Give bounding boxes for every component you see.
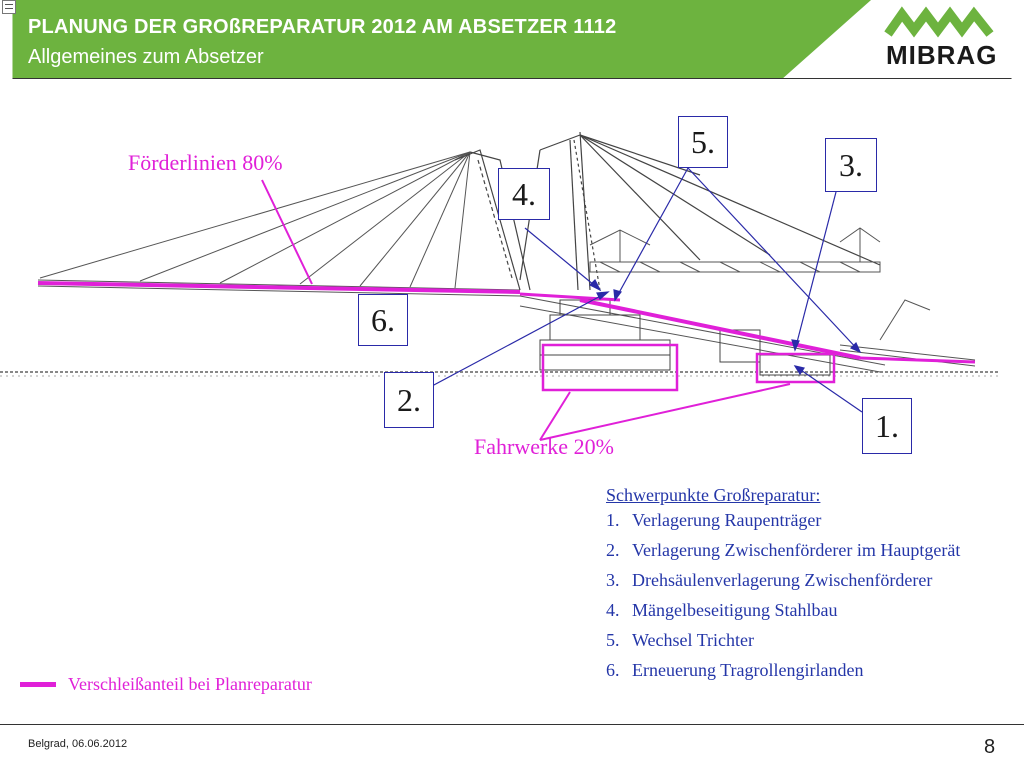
page-number: 8	[984, 736, 996, 758]
list-item: 2.Verlagerung Zwischenförderer im Hauptg…	[606, 540, 961, 560]
main-unit	[539, 299, 831, 376]
callout-box-4: 4.	[498, 168, 550, 220]
slide-header: PLANUNG DER GROßREPARATUR 2012 AM ABSETZ…	[0, 0, 1024, 82]
wear-legend-text: Verschleißanteil bei Planreparatur	[68, 674, 312, 694]
wear-line-swatch	[20, 682, 56, 687]
wear-lines	[37, 179, 976, 441]
mibrag-logo-icon	[884, 6, 994, 38]
list-item: 3.Drehsäulenverlagerung Zwischenförderer	[606, 570, 933, 590]
repair-focus-list: Schwerpunkte Großreparatur: 1.Verlagerun…	[606, 485, 960, 690]
callout-box-1: 1.	[862, 398, 912, 454]
slide-subtitle: Allgemeines zum Absetzer	[28, 46, 264, 68]
callout-box-3: 3.	[825, 138, 877, 192]
list-item: 6.Erneuerung Tragrollengirlanden	[606, 660, 864, 680]
list-item: 4.Mängelbeseitigung Stahlbau	[606, 600, 838, 620]
header-banner	[12, 0, 1012, 80]
slide-title: PLANUNG DER GROßREPARATUR 2012 AM ABSETZ…	[28, 16, 617, 38]
counter-boom	[589, 227, 881, 273]
callout-arrows	[431, 167, 863, 413]
discharge-boom	[37, 151, 521, 297]
footer-location-date: Belgrad, 06.06.2012	[28, 738, 128, 750]
callout-box-6: 6.	[358, 294, 408, 346]
foerderlinien-label: Förderlinien 80%	[128, 150, 283, 175]
callout-box-5: 5.	[678, 116, 728, 168]
repair-focus-title: Schwerpunkte Großreparatur:	[606, 485, 821, 505]
callout-box-2: 2.	[384, 372, 434, 428]
list-item: 5.Wechsel Trichter	[606, 630, 755, 650]
fahrwerke-label: Fahrwerke 20%	[474, 434, 614, 459]
note-icon[interactable]	[2, 0, 16, 14]
footer-divider	[0, 724, 1024, 725]
logo-text: MIBRAG	[886, 40, 998, 70]
list-item: 1.Verlagerung Raupenträger	[606, 510, 822, 530]
wear-legend: Verschleißanteil bei Planreparatur	[20, 674, 312, 695]
